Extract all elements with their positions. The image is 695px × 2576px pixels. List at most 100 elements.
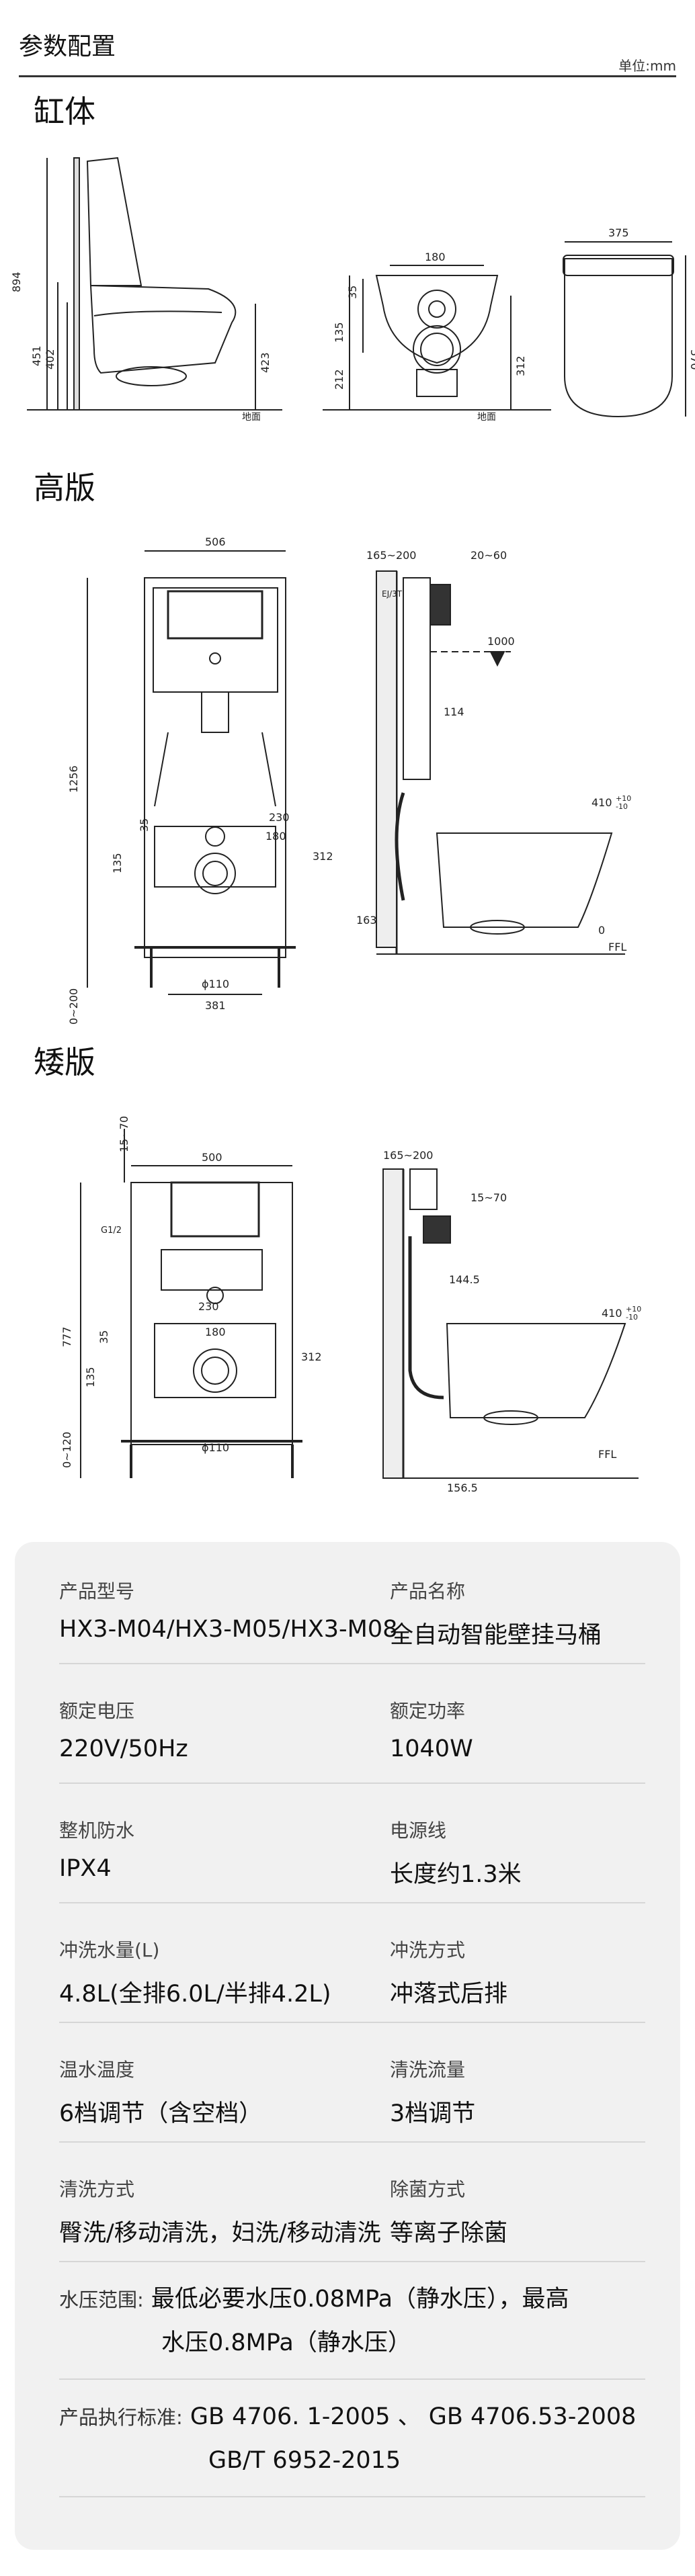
dim-low-side-a: 165~200 — [383, 1149, 433, 1162]
floor-label-front: 地面 — [477, 412, 496, 423]
standard-label: 产品执行标准: — [59, 2406, 183, 2429]
ffl-label-low: FFL — [598, 1448, 616, 1461]
divider — [59, 2496, 645, 2497]
dim-high-d: 135 — [111, 853, 124, 873]
dim-high-base: 381 — [205, 999, 226, 1012]
dim-front-a: 35 — [346, 286, 359, 299]
tank-drawings: 894 451 402 423 地面 180 35 135 212 312 地面… — [10, 157, 695, 423]
dim-front-width: 180 — [425, 251, 446, 263]
spec-value: HX3-M04/HX3-M05/HX3-M08 — [59, 1616, 398, 1643]
divider — [59, 2378, 645, 2380]
dim-low-width: 500 — [202, 1151, 222, 1164]
dim-tank-a: 451 — [30, 345, 43, 366]
dim-low-side-c: 144.5 — [449, 1273, 480, 1286]
dim-front-b: 135 — [333, 322, 345, 343]
dim-side-g: 0 — [598, 924, 605, 937]
dim-low-range: 0~120 — [60, 1432, 73, 1468]
dim-side-d: 114 — [444, 705, 464, 718]
dim-low-height: 777 — [60, 1326, 73, 1347]
dim-high-e: 312 — [313, 850, 333, 863]
page-header: 参数配置 单位:mm — [19, 27, 676, 77]
dim-side-f: 163 — [356, 914, 377, 927]
section-title-high: 高版 — [34, 470, 95, 506]
dim-low-c: 180 — [205, 1326, 226, 1338]
spec-value: IPX4 — [59, 1855, 112, 1882]
section-title-tank: 缸体 — [34, 93, 95, 130]
high-frame-drawings: 506 1256 230 180 35 135 312 ϕ110 381 0~2… — [67, 535, 631, 1025]
spec-value: 1040W — [390, 1735, 473, 1762]
spec-value: 3档调节 — [390, 2100, 476, 2127]
dim-side-a: 165~200 — [366, 549, 416, 562]
spec-label: 产品名称 — [390, 1580, 466, 1602]
dim-top-width: 375 — [608, 226, 629, 239]
spec-label: 冲洗水量(L) — [59, 1939, 160, 1961]
spec-value: 全自动智能壁挂马桶 — [390, 1622, 602, 1649]
divider — [59, 2141, 645, 2143]
dim-side-c: 1000 — [487, 635, 515, 648]
dim-low-b: 230 — [198, 1300, 219, 1313]
dim-top-length: 570 — [688, 349, 695, 370]
spec-label: 除菌方式 — [390, 2178, 466, 2200]
spec-label: 温水温度 — [59, 2059, 135, 2081]
spec-label: 清洗方式 — [59, 2178, 135, 2200]
spec-label: 额定功率 — [390, 1700, 466, 1722]
dim-tank-b: 402 — [44, 349, 56, 370]
dim-high-width: 506 — [205, 535, 226, 548]
dim-low-a: 15~70 — [118, 1116, 130, 1152]
dim-low-f: 312 — [301, 1350, 322, 1363]
spec-label: 电源线 — [390, 1819, 447, 1842]
dim-high-pipe: ϕ110 — [202, 978, 229, 990]
spec-label: 额定电压 — [59, 1700, 135, 1722]
floor-label-side: 地面 — [242, 412, 261, 423]
dim-front-d: 312 — [514, 355, 527, 376]
dim-high-b: 180 — [265, 830, 286, 843]
spec-card: 产品型号 HX3-M04/HX3-M05/HX3-M08 产品名称 全自动智能壁… — [15, 1542, 680, 2550]
dim-low-side-e: 156.5 — [447, 1482, 478, 1494]
side-note: EJ/3T — [382, 589, 403, 599]
pressure-line2: 水压0.8MPa（静水压） — [161, 2329, 411, 2356]
standard-line1: GB 4706. 1-2005 、 GB 4706.53-2008 — [190, 2403, 637, 2430]
pressure-label: 水压范围: — [59, 2288, 144, 2311]
spec-value: 220V/50Hz — [59, 1735, 188, 1762]
pressure-block: 水压范围: 最低必要水压0.08MPa（静水压），最高 水压0.8MPa（静水压… — [59, 2278, 569, 2364]
divider — [59, 1902, 645, 1903]
spec-value: 冲落式后排 — [390, 1981, 508, 2008]
divider — [59, 2022, 645, 2023]
dim-low-side-d: 410 — [602, 1307, 622, 1320]
standard-block: 产品执行标准: GB 4706. 1-2005 、 GB 4706.53-200… — [59, 2395, 636, 2482]
dim-low-g: G1/2 — [101, 1226, 122, 1236]
dim-side-b: 20~60 — [471, 549, 507, 562]
dim-tank-c: 423 — [259, 352, 272, 373]
pressure-line1: 最低必要水压0.08MPa（静水压），最高 — [151, 2286, 569, 2313]
dim-low-side-b: 15~70 — [471, 1191, 507, 1204]
spec-value: 臀洗/移动清洗，妇洗/移动清洗 — [59, 2220, 381, 2247]
dim-side-e-sup: +10 — [616, 794, 631, 803]
spec-value: 4.8L(全排6.0L/半排4.2L) — [59, 1981, 331, 2008]
spec-value: 等离子除菌 — [390, 2220, 508, 2247]
unit-label: 单位:mm — [618, 58, 676, 74]
dim-high-c: 35 — [138, 818, 151, 832]
spec-label: 清洗流量 — [390, 2059, 466, 2081]
dim-high-height: 1256 — [67, 765, 80, 793]
dim-tank-total: 894 — [10, 271, 23, 292]
dim-high-range: 0~200 — [67, 988, 80, 1025]
dim-low-pipe: ϕ110 — [202, 1441, 229, 1454]
dim-low-d: 35 — [97, 1330, 110, 1344]
divider — [59, 1783, 645, 1784]
spec-label: 整机防水 — [59, 1819, 135, 1842]
ffl-label-high: FFL — [608, 941, 626, 953]
section-title-low: 矮版 — [34, 1044, 95, 1080]
spec-value: 6档调节（含空档） — [59, 2100, 263, 2127]
dim-high-a: 230 — [269, 811, 290, 824]
page-title: 参数配置 — [19, 33, 116, 60]
low-frame-drawings: 500 15~70 777 230 180 35 135 312 0~120 ϕ… — [60, 1116, 641, 1494]
dim-low-e: 135 — [84, 1367, 97, 1387]
dim-side-e: 410 — [591, 796, 612, 809]
spec-label: 产品型号 — [59, 1580, 135, 1602]
spec-label: 冲洗方式 — [390, 1939, 466, 1961]
dim-side-e-sub: -10 — [616, 802, 628, 811]
dim-low-side-d-sub: -10 — [626, 1313, 638, 1322]
dim-low-side-d-sup: +10 — [626, 1305, 641, 1314]
dim-front-c: 212 — [333, 369, 345, 390]
spec-value: 长度约1.3米 — [390, 1861, 522, 1888]
